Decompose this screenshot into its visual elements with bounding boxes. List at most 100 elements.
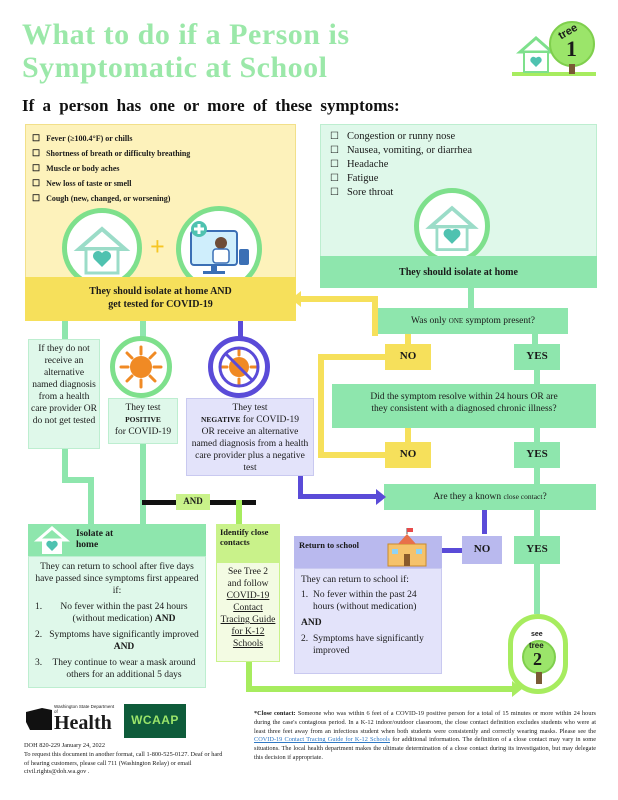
tree-1-number: 1 — [566, 36, 577, 61]
arrow-right-icon — [512, 681, 522, 697]
connector — [62, 321, 68, 339]
doh-logo: Washington State Department of Health — [24, 702, 116, 736]
connector — [534, 564, 540, 614]
house-heart-icon — [73, 226, 131, 275]
isolate-home-title: Isolate at home — [76, 529, 114, 550]
identify-contacts-box: See Tree 2 and follow COVID-19 Contact T… — [216, 562, 280, 662]
identify-contacts-header: Identify close contacts — [216, 524, 280, 562]
connector — [246, 686, 516, 692]
connector — [534, 468, 540, 484]
connector — [246, 662, 252, 690]
connector — [372, 296, 378, 336]
return-school-box: They can return to school if: 1.No fever… — [294, 568, 442, 674]
washington-state-icon — [26, 708, 52, 730]
close-contact-footnote: *Close contact: Someone who was within 6… — [254, 710, 597, 761]
connector — [298, 494, 378, 499]
connector — [318, 354, 324, 454]
connector — [238, 321, 243, 339]
contact-tracing-guide-link[interactable]: COVID-19 Contact Tracing Guide for K-12 … — [220, 591, 276, 649]
isolate-home-header: Isolate at home — [28, 524, 206, 556]
document-info: DOH 820-229 January 24, 2022 To request … — [24, 742, 223, 776]
and-label: AND — [176, 494, 210, 510]
connector — [482, 510, 487, 534]
symptoms-heading: If a person has one or more of these sym… — [22, 96, 400, 115]
tree-icon — [522, 640, 556, 684]
doh-org-big: Health — [54, 712, 112, 734]
virus-crossed-icon — [218, 346, 260, 388]
isolate-home-bar — [320, 256, 597, 288]
isolate-and-test-text: They should isolate at home AND get test… — [28, 285, 293, 311]
connector — [140, 444, 146, 526]
connector — [236, 500, 242, 524]
symptom-item: Shortness of breath or difficulty breath… — [32, 146, 294, 161]
house-heart-icon — [33, 526, 71, 554]
plus-icon: + — [150, 232, 165, 261]
symptom-item: Congestion or runny nose — [330, 130, 592, 144]
symptom-item: Nausea, vomiting, or diarrhea — [330, 144, 592, 158]
tree-2-label: tree — [529, 641, 544, 650]
connector — [318, 452, 385, 458]
no-diagnosis-box: If they do not receive an alternative na… — [28, 339, 100, 449]
connector — [534, 370, 540, 384]
return-school-header: Return to school — [294, 536, 364, 568]
question-symptom-resolved: Did the symptom resolve within 24 hours … — [332, 384, 596, 428]
symptom-item: Muscle or body aches — [32, 161, 294, 176]
wcaap-logo: WCAAP — [124, 704, 186, 738]
no-answer: NO — [385, 442, 431, 468]
negative-test-box: They test NEGATIVE for COVID-19 OR recei… — [186, 398, 314, 476]
connector — [62, 477, 94, 483]
house-heart-icon — [425, 205, 479, 251]
home-circle — [62, 208, 142, 288]
isolate-and-test-line2: get tested for COVID-19 — [108, 299, 213, 310]
tree-2-number: 2 — [533, 649, 542, 669]
isolate-home-text: They should isolate at home — [399, 267, 518, 278]
no-answer: NO — [462, 536, 502, 564]
no-answer: NO — [385, 344, 431, 370]
telehealth-circle — [176, 206, 262, 292]
isolate-and-test-line1: They should isolate at home AND — [89, 286, 232, 297]
school-building-icon — [387, 528, 427, 567]
home-circle — [414, 188, 490, 264]
negative-test-circle — [208, 336, 270, 398]
see-label: see — [531, 631, 543, 638]
connector — [534, 428, 540, 442]
connector — [298, 476, 303, 498]
primary-symptoms-list: Fever (≥100.4°F) or chills Shortness of … — [32, 131, 294, 206]
tree-1-badge: tree 1 — [510, 12, 598, 84]
symptom-item: Headache — [330, 158, 592, 172]
yes-answer: YES — [514, 442, 560, 468]
positive-test-circle — [110, 336, 172, 398]
yes-answer: YES — [514, 536, 560, 564]
connector — [88, 477, 94, 525]
symptom-item: New loss of taste or smell — [32, 176, 294, 191]
symptom-item: Fever (≥100.4°F) or chills — [32, 131, 294, 146]
contact-tracing-guide-link[interactable]: COVID-19 Contact Tracing Guide for K-12 … — [254, 736, 390, 744]
connector — [140, 321, 146, 339]
positive-test-box: They test POSITIVE for COVID-19 — [108, 398, 178, 444]
title-line-2: Symptomatic at School — [22, 51, 328, 84]
isolate-home-box: They can return to school after five day… — [28, 556, 206, 688]
connector — [532, 334, 538, 344]
symptom-item: Fatigue — [330, 172, 592, 186]
tree-2-badge: see tree 2 — [508, 614, 568, 694]
connector — [405, 334, 411, 344]
isolate-item: 2.Symptoms have significantly improved A… — [35, 630, 199, 652]
secondary-symptoms-list: Congestion or runny nose Nausea, vomitin… — [330, 130, 592, 200]
doctor-screen-icon — [190, 221, 249, 274]
symptom-item: Cough (new, changed, or worsening) — [32, 191, 294, 206]
virus-icon — [119, 345, 163, 389]
connector — [62, 449, 68, 481]
isolate-and-test-bar — [25, 277, 296, 321]
connector — [318, 354, 385, 360]
yes-answer: YES — [514, 344, 560, 370]
doh-org-small: Washington State Department of — [54, 704, 115, 714]
connector — [405, 428, 411, 442]
question-one-symptom: Was only ONE symptom present? — [378, 308, 568, 334]
question-close-contact: Are they a known close contact? — [384, 484, 596, 510]
symptom-item: Sore throat — [330, 186, 592, 200]
isolate-item: 1.No fever within the past 24 hours (wit… — [35, 602, 188, 624]
connector — [298, 296, 378, 302]
arrow-right-icon — [376, 489, 386, 505]
arrow-left-icon — [291, 291, 301, 307]
isolate-item: 3.They continue to wear a mask around ot… — [35, 658, 196, 680]
